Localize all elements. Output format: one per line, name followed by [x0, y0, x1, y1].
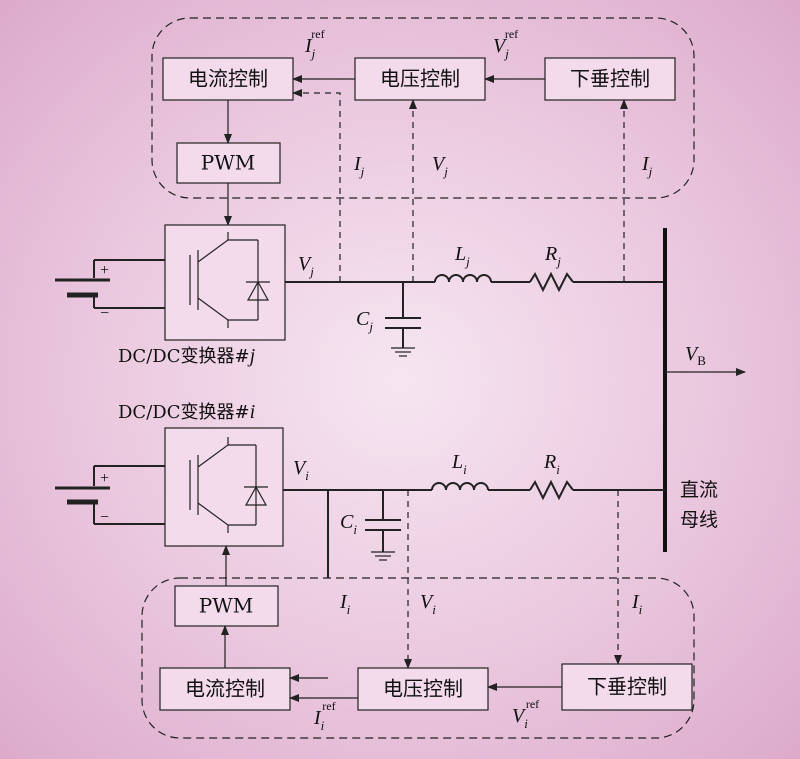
top-voltage-control-label: 电压控制 — [380, 67, 460, 91]
resistor-j — [529, 271, 574, 293]
bottom-ii-droop-label: Ii — [631, 591, 643, 617]
converter-i-vout-label: Vi — [293, 457, 309, 483]
top-ij-droop-label: Ij — [641, 153, 653, 179]
dc-bus-label-line1: 直流 — [680, 479, 718, 501]
bottom-droop-control-block: 下垂控制 — [561, 663, 693, 711]
inductor-j — [434, 274, 492, 283]
top-iref-label: Ijref — [304, 27, 325, 61]
top-ij-label: Ij — [353, 153, 365, 179]
battery-j-plus: + — [100, 262, 109, 279]
capacitor-i-label: Ci — [340, 511, 357, 537]
top-pwm-label: PWM — [201, 151, 256, 175]
top-pwm-block: PWM — [176, 142, 281, 184]
top-current-feedback-line — [292, 89, 341, 282]
inductor-j-label: Lj — [454, 243, 470, 269]
resistor-j-label: Rj — [544, 243, 561, 269]
battery-i — [55, 465, 165, 525]
bottom-current-control-block: 电流控制 — [159, 667, 291, 711]
top-vj-label: Vj — [432, 153, 448, 179]
bottom-pwm-label: PWM — [199, 594, 254, 618]
top-droop-control-block: 下垂控制 — [544, 57, 676, 101]
converter-j-vout-label: Vj — [298, 253, 314, 279]
top-voltage-control-block: 电压控制 — [354, 57, 486, 101]
top-current-control-block: 电流控制 — [162, 57, 294, 101]
top-control-region — [151, 17, 695, 199]
bottom-vi-label: Vi — [420, 591, 436, 617]
bottom-control-region — [141, 577, 695, 739]
converter-j-label: DC/DC变换器#j — [118, 345, 256, 367]
top-vref-label: Vjref — [493, 27, 518, 61]
dc-bus-voltage-label: VB — [685, 343, 706, 368]
top-current-control-label: 电流控制 — [188, 67, 268, 91]
bottom-ii-label: Ii — [339, 591, 351, 617]
bottom-pwm-block: PWM — [174, 585, 279, 627]
capacitor-i — [365, 490, 401, 561]
capacitor-j — [385, 282, 421, 357]
converter-i-box — [164, 427, 284, 547]
bottom-current-control-label: 电流控制 — [185, 677, 265, 701]
inductor-i-label: Li — [451, 451, 467, 477]
bottom-vref-label: Viref — [512, 697, 539, 731]
bottom-voltage-control-block: 电压控制 — [357, 667, 489, 711]
resistor-i — [529, 479, 574, 501]
dc-bus-label-line2: 母线 — [680, 509, 718, 531]
battery-j — [55, 259, 165, 309]
converter-i-label: DC/DC变换器#i — [118, 401, 255, 423]
bottom-droop-control-label: 下垂控制 — [587, 675, 667, 699]
converter-j-box — [164, 224, 286, 341]
battery-i-plus: + — [100, 470, 109, 487]
inductor-i — [431, 482, 489, 491]
capacitor-j-label: Cj — [356, 308, 373, 334]
resistor-i-label: Ri — [543, 451, 560, 477]
battery-i-minus: − — [100, 509, 109, 526]
bottom-iref-label: Iiref — [313, 699, 336, 733]
battery-j-minus: − — [100, 305, 109, 322]
top-droop-control-label: 下垂控制 — [570, 67, 650, 91]
bottom-voltage-control-label: 电压控制 — [383, 677, 463, 701]
